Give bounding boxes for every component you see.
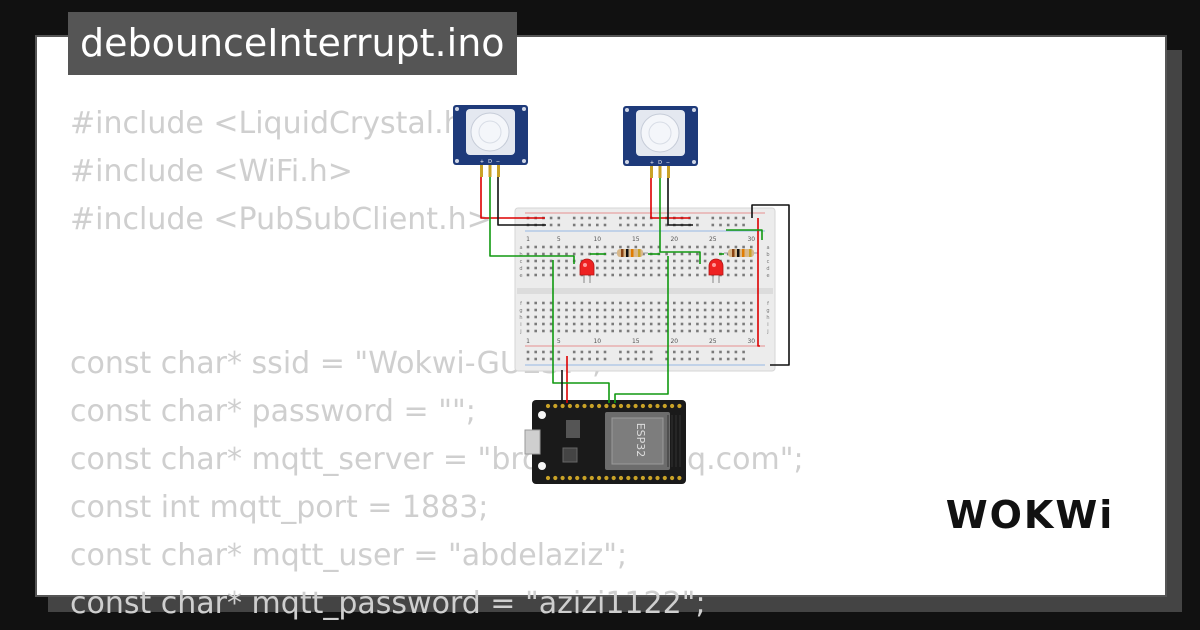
project-title: debounceInterrupt.ino	[68, 12, 517, 75]
pir-sensor-right: + D −	[623, 106, 698, 178]
esp32-label: ESP32	[634, 423, 647, 458]
breadboard-column-number: 25	[709, 236, 717, 243]
breadboard-column-number: 5	[557, 236, 561, 243]
pir-pin-label: +	[480, 159, 484, 165]
led-right	[708, 258, 724, 283]
breadboard-row-letter: h	[766, 315, 769, 321]
breadboard-column-number: 30	[747, 236, 755, 243]
code-line: const char* mqtt_password = "azizi1122";	[70, 586, 706, 621]
wires	[480, 177, 790, 403]
breadboard-row-letter: c	[520, 259, 523, 265]
breadboard-row-letter: f	[767, 301, 769, 307]
breadboard-row-letter: h	[519, 315, 522, 321]
breadboard-column-number: 10	[593, 236, 601, 243]
pir-pin-label: −	[666, 160, 670, 166]
breadboard-row-letter: j	[766, 329, 768, 335]
breadboard-row-letter: i	[767, 322, 768, 328]
breadboard-column-number: 1	[526, 338, 530, 345]
code-line: #include <LiquidCrystal.h>	[70, 106, 488, 141]
wokwi-logo: WOKWi	[946, 493, 1115, 537]
code-line: #include <WiFi.h>	[70, 154, 353, 189]
pir-sensor-left: + D −	[453, 105, 528, 177]
pir-pin-label: D	[658, 160, 662, 166]
breadboard-row-letter: g	[766, 308, 769, 314]
resistor-left	[612, 249, 648, 257]
pir-pin-label: D	[488, 159, 492, 165]
pir-pin-label: −	[496, 159, 500, 165]
breadboard-row-letter: a	[519, 245, 522, 251]
breadboard-column-number: 1	[526, 236, 530, 243]
led-left	[579, 258, 595, 283]
code-line: const char* mqtt_user = "abdelaziz";	[70, 538, 628, 573]
breadboard-column-number: 30	[747, 338, 755, 345]
wokwi-logo-text: WOKWi	[946, 493, 1115, 537]
breadboard-column-number: 15	[632, 338, 640, 345]
breadboard-row-letter: e	[519, 273, 522, 279]
breadboard-row-letter: d	[766, 266, 769, 272]
breadboard-column-number: 20	[670, 338, 678, 345]
breadboard-column-number: 20	[670, 236, 678, 243]
code-line: #include <PubSubClient.h>	[70, 202, 492, 237]
breadboard-row-letter: e	[766, 273, 769, 279]
code-line: const int mqtt_port = 1883;	[70, 490, 489, 525]
breadboard-row-letter: d	[519, 266, 522, 272]
esp32-board: ESP32	[524, 400, 686, 484]
breadboard-row-letter: c	[767, 259, 770, 265]
breadboard-row-letter: f	[520, 301, 522, 307]
code-line: const char* password = "";	[70, 394, 476, 429]
breadboard-row-letter: b	[519, 252, 522, 258]
breadboard-row-letter: g	[519, 308, 522, 314]
breadboard-row-letter: i	[520, 322, 521, 328]
pir-pin-label: +	[650, 160, 654, 166]
breadboard-column-number: 25	[709, 338, 717, 345]
breadboard-column-number: 10	[593, 338, 601, 345]
breadboard-column-number: 15	[632, 236, 640, 243]
breadboard-row-letter: b	[766, 252, 769, 258]
code-preview: #include <LiquidCrystal.h> #include <WiFi…	[70, 100, 804, 628]
breadboard-row-letter: a	[766, 245, 769, 251]
breadboard-column-number: 5	[557, 338, 561, 345]
breadboard-row-letter: j	[519, 329, 521, 335]
resistor-right	[724, 249, 758, 257]
